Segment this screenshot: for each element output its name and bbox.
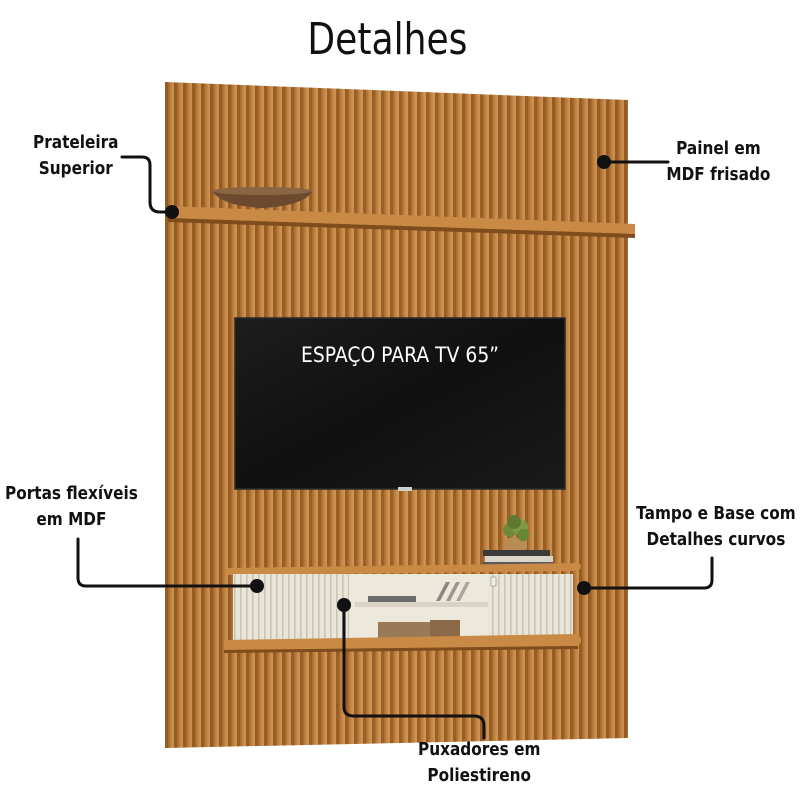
callout-line-top-base <box>583 556 714 590</box>
top-shelf <box>168 206 635 238</box>
callout-line-top-shelf <box>120 155 172 214</box>
callout-panel: Painel em MDF frisado <box>666 136 770 188</box>
callout-text: Tampo e Base com <box>636 503 796 524</box>
callout-text: Detalhes curvos <box>646 529 786 550</box>
callout-text: Puxadores em <box>418 739 541 760</box>
callout-text: Portas flexíveis <box>5 483 138 504</box>
callout-text: em MDF <box>36 509 107 530</box>
decorative-bowl <box>212 187 312 208</box>
callout-text: Painel em <box>675 138 761 159</box>
callout-doors: Portas flexíveis em MDF <box>5 481 138 533</box>
callout-text: Superior <box>38 158 113 179</box>
callout-line-handles <box>342 604 486 740</box>
callout-text: MDF frisado <box>665 164 770 185</box>
callout-lines <box>76 155 714 740</box>
callout-top-base: Tampo e Base com Detalhes curvos <box>636 501 796 553</box>
page-title: Detalhes <box>307 14 468 65</box>
callout-top-shelf: Prateleira Superior <box>33 130 119 182</box>
tv-rack-cabinet <box>224 563 581 653</box>
tv-space-text: ESPAÇO PARA TV 65” <box>301 343 499 367</box>
callout-line-doors <box>76 537 257 588</box>
callout-handles: Puxadores em Poliestireno <box>418 737 540 789</box>
callout-text: Poliestireno <box>427 765 532 786</box>
right-flexible-door <box>488 574 573 640</box>
door-handle <box>490 576 497 587</box>
plant-decoration <box>503 515 529 550</box>
tv-screen <box>234 317 566 491</box>
callout-text: Prateleira <box>33 132 119 153</box>
callout-dots <box>165 155 611 612</box>
